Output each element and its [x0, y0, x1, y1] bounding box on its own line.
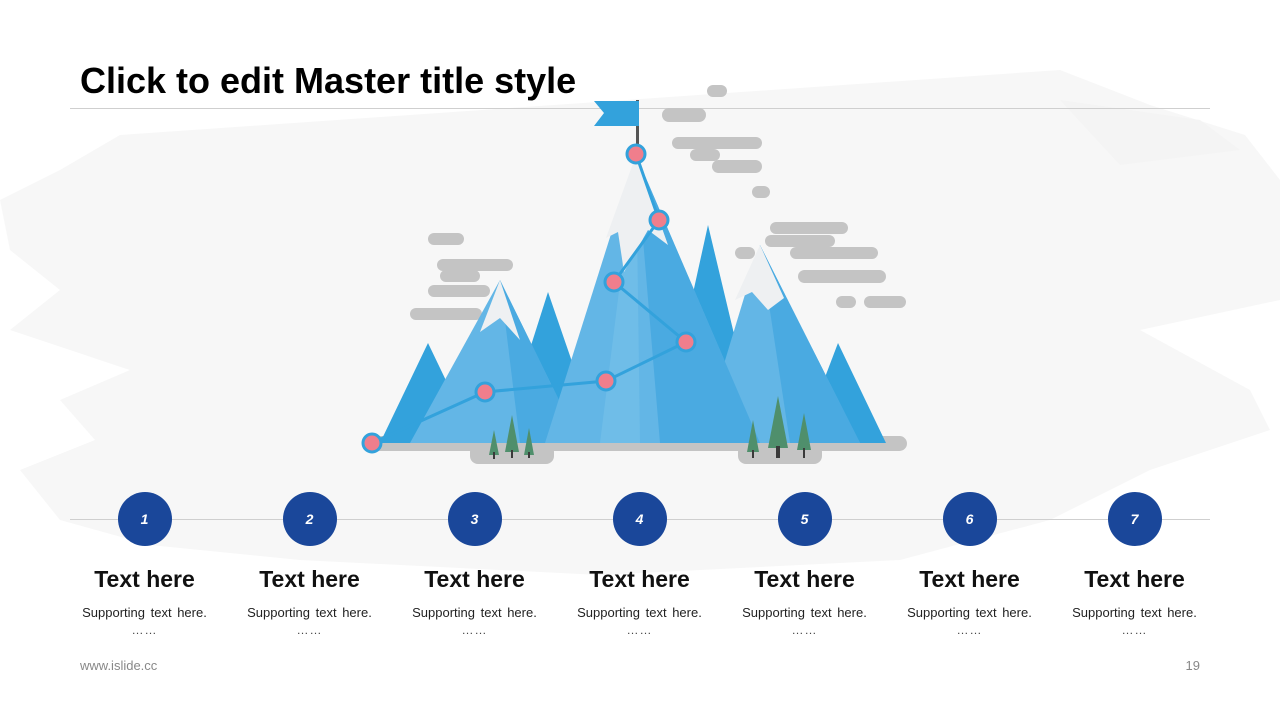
step-supporting-text[interactable]: Supporting text here.	[412, 605, 537, 620]
step-number-badge: 1	[117, 492, 172, 546]
step-supporting-text[interactable]: Supporting text here.	[1072, 605, 1197, 620]
step-supporting-text[interactable]: Supporting text here.	[577, 605, 702, 620]
step-2[interactable]: 2 Text here Supporting text here. ……	[227, 492, 392, 652]
clouds	[410, 85, 906, 320]
footer-url: www.islide.cc	[80, 658, 158, 673]
step-4[interactable]: 4 Text here Supporting text here. ……	[557, 492, 722, 652]
step-3[interactable]: 3 Text here Supporting text here. ……	[392, 492, 557, 652]
step-number-badge: 5	[777, 492, 832, 546]
step-7[interactable]: 7 Text here Supporting text here. ……	[1052, 492, 1217, 652]
step-number-badge: 4	[612, 492, 667, 546]
flag-icon	[594, 100, 639, 154]
step-title[interactable]: Text here	[1084, 566, 1185, 592]
step-ellipsis: ……	[461, 623, 488, 637]
step-title[interactable]: Text here	[754, 566, 855, 592]
step-number-badge: 2	[282, 492, 337, 546]
step-title[interactable]: Text here	[919, 566, 1020, 592]
step-ellipsis: ……	[791, 623, 818, 637]
mountain-illustration	[361, 85, 907, 464]
step-title[interactable]: Text here	[589, 566, 690, 592]
step-supporting-text[interactable]: Supporting text here.	[907, 605, 1032, 620]
step-supporting-text[interactable]: Supporting text here.	[742, 605, 867, 620]
step-ellipsis: ……	[626, 623, 653, 637]
step-supporting-text[interactable]: Supporting text here.	[247, 605, 372, 620]
title-divider	[70, 108, 1210, 109]
step-ellipsis: ……	[131, 623, 158, 637]
step-title[interactable]: Text here	[94, 566, 195, 592]
step-title[interactable]: Text here	[259, 566, 360, 592]
step-title[interactable]: Text here	[424, 566, 525, 592]
page-number: 19	[1185, 658, 1200, 673]
step-number-badge: 7	[1107, 492, 1162, 546]
step-number-badge: 3	[447, 492, 502, 546]
step-1[interactable]: 1 Text here Supporting text here. ……	[62, 492, 227, 652]
slide-title[interactable]: Click to edit Master title style	[80, 60, 577, 101]
step-6[interactable]: 6 Text here Supporting text here. ……	[887, 492, 1052, 652]
step-5[interactable]: 5 Text here Supporting text here. ……	[722, 492, 887, 652]
trees	[489, 396, 811, 459]
step-ellipsis: ……	[956, 623, 983, 637]
step-supporting-text[interactable]: Supporting text here.	[82, 605, 207, 620]
step-number-badge: 6	[942, 492, 997, 546]
step-ellipsis: ……	[1121, 623, 1148, 637]
waypoints	[361, 143, 697, 454]
step-ellipsis: ……	[296, 623, 323, 637]
mountains	[380, 155, 886, 443]
